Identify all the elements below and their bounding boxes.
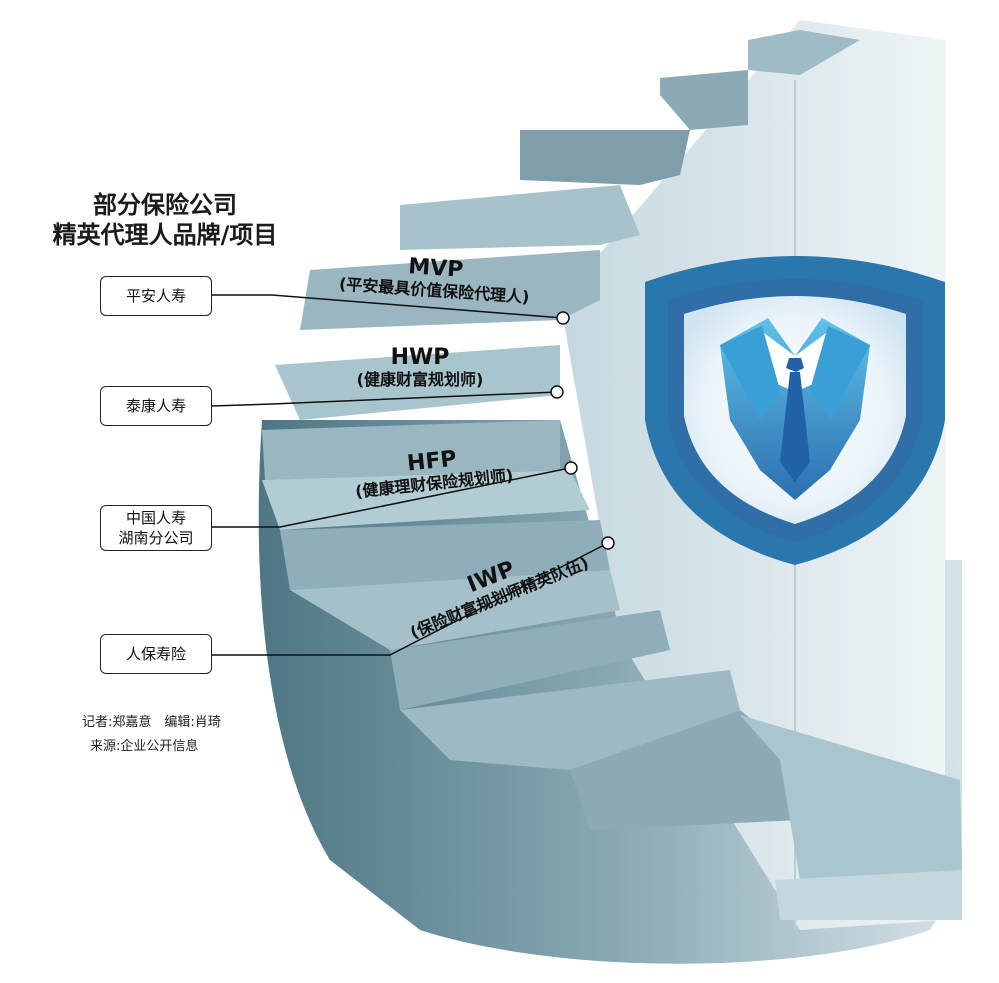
leader-line-hfp [212, 467, 571, 528]
company-name: 人保寿险 [125, 645, 186, 663]
title-line-2: 精英代理人品牌/项目 [52, 221, 278, 249]
credit-reporter: 记者:郑嘉意 编辑:肖琦 [82, 715, 221, 730]
brand-code: HWP [390, 345, 450, 370]
company-name: 平安人寿 [125, 287, 186, 305]
leader-dot [564, 461, 578, 475]
stair-step [280, 520, 610, 590]
brand-desc: (健康财富规划师) [356, 370, 484, 389]
stair-step [262, 420, 560, 480]
brand-label-hwp: HWP (健康财富规划师) [320, 346, 520, 390]
stair-step [390, 610, 670, 710]
stair-step [290, 570, 620, 650]
diagram-title: 部分保险公司 精英代理人品牌/项目 [40, 190, 290, 250]
company-box-picc: 人保寿险 [100, 634, 212, 674]
company-box-pingan: 平安人寿 [100, 276, 212, 316]
company-name: 泰康人寿 [125, 397, 186, 415]
stair-step [740, 715, 962, 880]
stair-step [400, 670, 740, 770]
stair-step [660, 70, 748, 130]
stair-step [300, 250, 600, 330]
stair-step [570, 710, 800, 830]
leader-dot [601, 536, 615, 550]
leader-line-mvp [212, 294, 564, 319]
stair-step [775, 870, 962, 920]
credit-source: 来源:企业公开信息 [90, 739, 199, 754]
leader-dot [556, 311, 570, 325]
company-branch: 湖南分公司 [118, 529, 194, 547]
leader-dot [550, 385, 564, 399]
company-box-taikang: 泰康人寿 [100, 386, 212, 426]
stair-step [262, 470, 590, 530]
stair-step [520, 130, 690, 185]
leader-line-hwp [211, 391, 558, 407]
company-box-chinalife: 中国人寿 湖南分公司 [100, 505, 212, 551]
stair-step [400, 185, 640, 250]
leader-line-iwp [212, 542, 609, 656]
title-line-1: 部分保险公司 [93, 191, 237, 219]
company-name: 中国人寿 [125, 509, 186, 527]
suit-tie-icon [720, 318, 870, 500]
stair-step [748, 30, 860, 75]
